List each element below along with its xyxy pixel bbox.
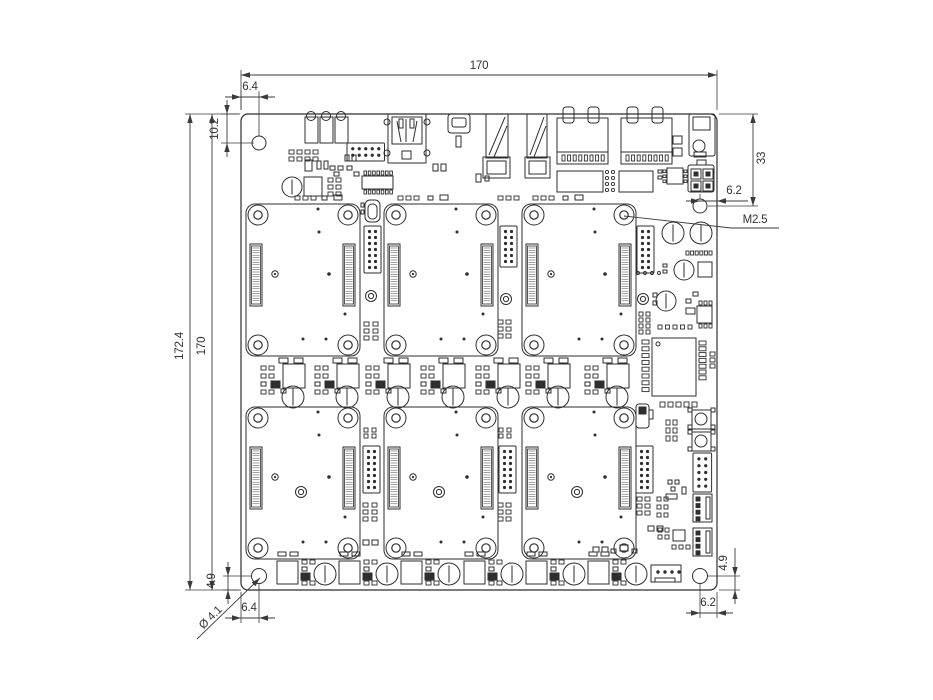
compute-module: [383, 406, 499, 560]
svg-text:170: 170: [470, 60, 489, 72]
dimension-board-height-inner: 170: [196, 114, 215, 590]
dimension-board-height-outer: 172.4: [174, 113, 239, 591]
compute-modules: [245, 203, 637, 560]
svg-text:Ø 4.1: Ø 4.1: [197, 604, 225, 632]
svg-text:172.4: 172.4: [174, 331, 186, 360]
dimension-hole-bottom-left-y: 4.9: [206, 562, 251, 604]
compute-module: [521, 203, 637, 357]
compute-module: [245, 406, 361, 560]
svg-text:6.2: 6.2: [726, 185, 741, 197]
board-mounting-holes: [251, 135, 708, 584]
compute-module: [521, 406, 637, 560]
dimension-hole-bottom-left-x: 6.4: [225, 584, 275, 623]
dimension-board-width: 170: [240, 60, 718, 110]
bottom-power-blocks: [276, 551, 648, 586]
svg-text:6.2: 6.2: [700, 597, 715, 609]
svg-text:4.9: 4.9: [718, 555, 730, 570]
svg-text:M2.5: M2.5: [743, 214, 768, 226]
svg-text:170: 170: [196, 337, 208, 356]
dimension-hole-top-right-y: 33: [708, 113, 768, 207]
dimension-hole-bottom-right-x: 6.2: [686, 584, 733, 618]
dimension-hole-top-left-y: 10.2: [209, 100, 254, 157]
dimension-hole-top-left-x: 6.4: [225, 81, 275, 136]
board-outline: [240, 113, 718, 591]
compute-module: [245, 203, 361, 357]
svg-text:33: 33: [756, 152, 768, 164]
svg-text:6.4: 6.4: [241, 602, 257, 614]
mid-power-blocks: [260, 357, 630, 409]
compute-module: [383, 203, 499, 357]
svg-text:6.4: 6.4: [242, 81, 258, 93]
svg-text:4.9: 4.9: [206, 573, 218, 588]
dimension-hole-top-right-x: 6.2: [686, 185, 748, 204]
leader-screw-thread-callout: M2.5: [623, 214, 779, 229]
dimension-hole-bottom-right-y: 4.9: [708, 548, 740, 604]
components: [281, 106, 716, 583]
